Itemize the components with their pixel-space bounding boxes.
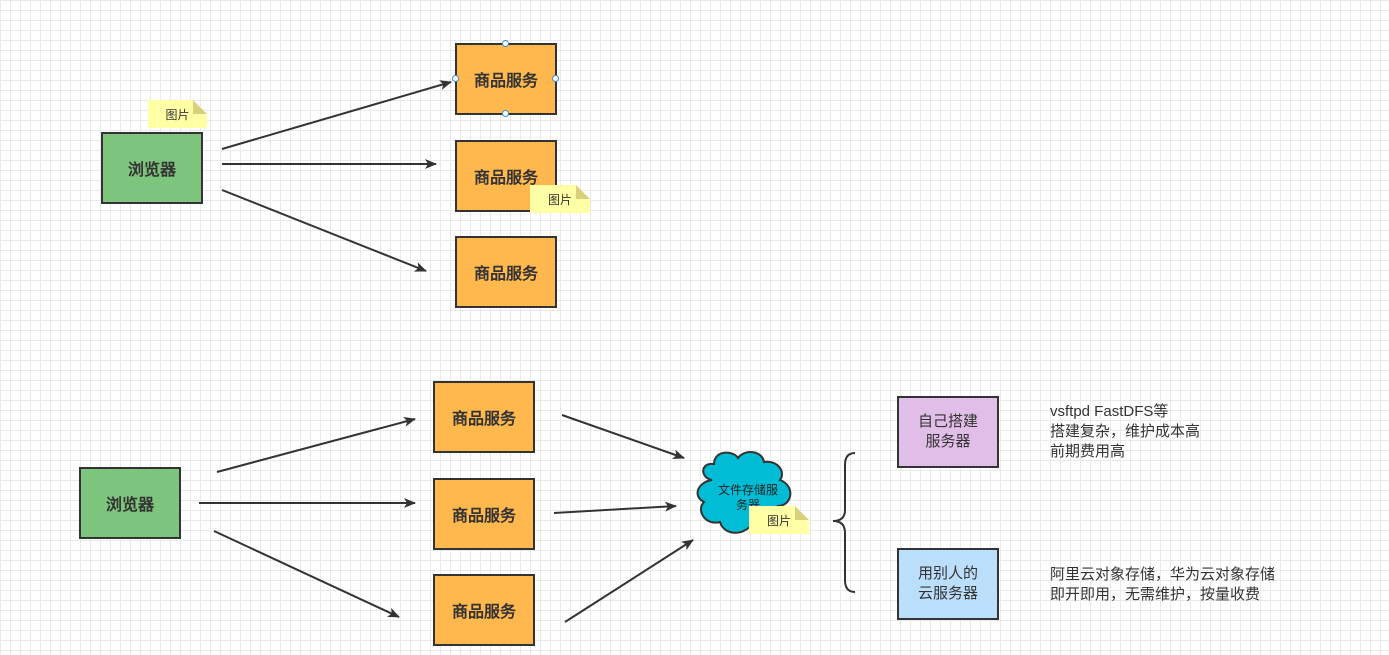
self-build-description: vsftpd FastDFS等 搭建复杂，维护成本高 前期费用高 [1050,403,1201,460]
image-note-top-service[interactable]: 图片 [530,185,590,213]
selection-handle-top[interactable] [502,40,509,47]
self-build-server-box[interactable]: 自己搭建 服务器 [897,396,999,468]
arrow-bottom-browser-to-service-3 [213,530,400,618]
image-note-top-browser[interactable]: 图片 [148,100,207,128]
selection-handle-left[interactable] [452,75,459,82]
top-service-box-1[interactable]: 商品服务 [455,43,557,115]
bottom-service-box-3[interactable]: 商品服务 [433,574,535,646]
top-service-box-2[interactable]: 商品服务 [455,140,557,212]
selection-handle-right[interactable] [552,75,559,82]
bottom-service-box-2[interactable]: 商品服务 [433,478,535,550]
selection-handle-bottom[interactable] [502,110,509,117]
bottom-service-box-1[interactable]: 商品服务 [433,381,535,453]
image-note-cloud[interactable]: 图片 [749,506,809,534]
curly-brace [832,452,856,593]
arrow-bottom-browser-to-service-1 [216,417,416,473]
top-browser-box[interactable]: 浏览器 [101,132,203,204]
arrow-service-3-to-cloud [564,539,694,623]
arrow-top-browser-to-service-3 [221,189,427,272]
arrow-service-1-to-cloud [561,414,685,460]
arrow-service-2-to-cloud [553,501,677,514]
cloud-vendor-description: 阿里云对象存储，华为云对象存储 即开即用，无需维护，按量收费 [1050,566,1276,603]
cloud-vendor-server-box[interactable]: 用别人的 云服务器 [897,548,999,620]
arrow-top-browser-to-service-1 [221,80,452,150]
bottom-browser-box[interactable]: 浏览器 [79,467,181,539]
top-service-box-3[interactable]: 商品服务 [455,236,557,308]
